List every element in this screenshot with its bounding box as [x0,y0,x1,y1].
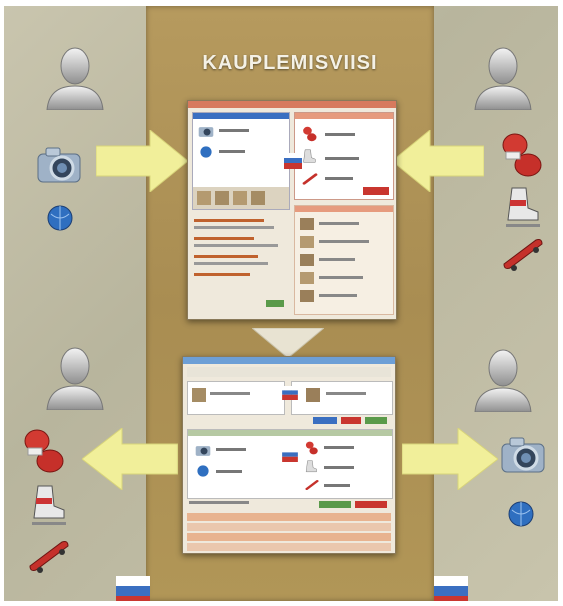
person-silhouette-icon [474,349,532,412]
boxing-gloves-icon [305,441,318,455]
skateboard-icon [503,239,543,271]
arrow-icon [82,428,178,490]
boxing-gloves-icon [502,133,542,177]
skateboard-icon [302,173,318,185]
item-list [294,205,394,315]
ball-icon [47,205,73,231]
accept-button[interactable] [319,501,351,508]
offer-button[interactable] [363,187,389,195]
down-arrow-icon [252,328,324,358]
person-silhouette-icon [46,47,104,110]
window-title-bar [183,357,395,364]
ice-skate-icon [305,460,317,472]
flag-icon [282,448,298,462]
trade-diagram: KAUPLEMISVIISI [4,6,558,601]
camera-icon [198,127,214,137]
send-button[interactable] [266,300,284,307]
skateboard-icon [29,541,69,573]
inventory-tab [193,113,289,119]
flag-icon [116,576,150,601]
status-row [187,543,391,551]
trade-window-screenshot-1 [187,100,397,320]
flag-icon [282,386,298,400]
person-silhouette-icon [46,347,104,410]
ice-skate-icon [303,149,316,163]
camera-icon [37,147,81,183]
flag-icon [284,153,302,169]
action-button[interactable] [365,417,387,424]
window-title-bar [188,101,396,108]
arrow-icon [96,130,188,192]
decline-button[interactable] [355,501,387,508]
ball-icon [197,465,209,477]
camera-icon [501,437,545,473]
ball-icon [200,146,212,158]
trade-window-screenshot-2 [182,356,396,554]
boxing-gloves-icon [303,126,317,142]
camera-icon [195,446,211,456]
skateboard-icon [305,479,319,491]
action-button[interactable] [341,417,361,424]
diagram-title: KAUPLEMISVIISI [202,52,378,74]
action-button[interactable] [313,417,337,424]
offer-pane [294,112,394,200]
ice-skate-icon [32,485,66,525]
flag-icon [434,576,468,601]
ball-icon [508,501,534,527]
arrow-icon [402,428,498,490]
summary-right [282,381,393,415]
summary-left [187,381,285,415]
inventory-pane [192,112,290,210]
boxing-gloves-icon [24,429,64,473]
person-silhouette-icon [474,47,532,110]
status-row [187,533,391,541]
status-row [187,523,391,531]
trade-panel [187,429,393,499]
message-list [192,213,288,313]
ice-skate-icon [506,187,540,227]
status-row [187,513,391,521]
arrow-icon [392,130,484,192]
